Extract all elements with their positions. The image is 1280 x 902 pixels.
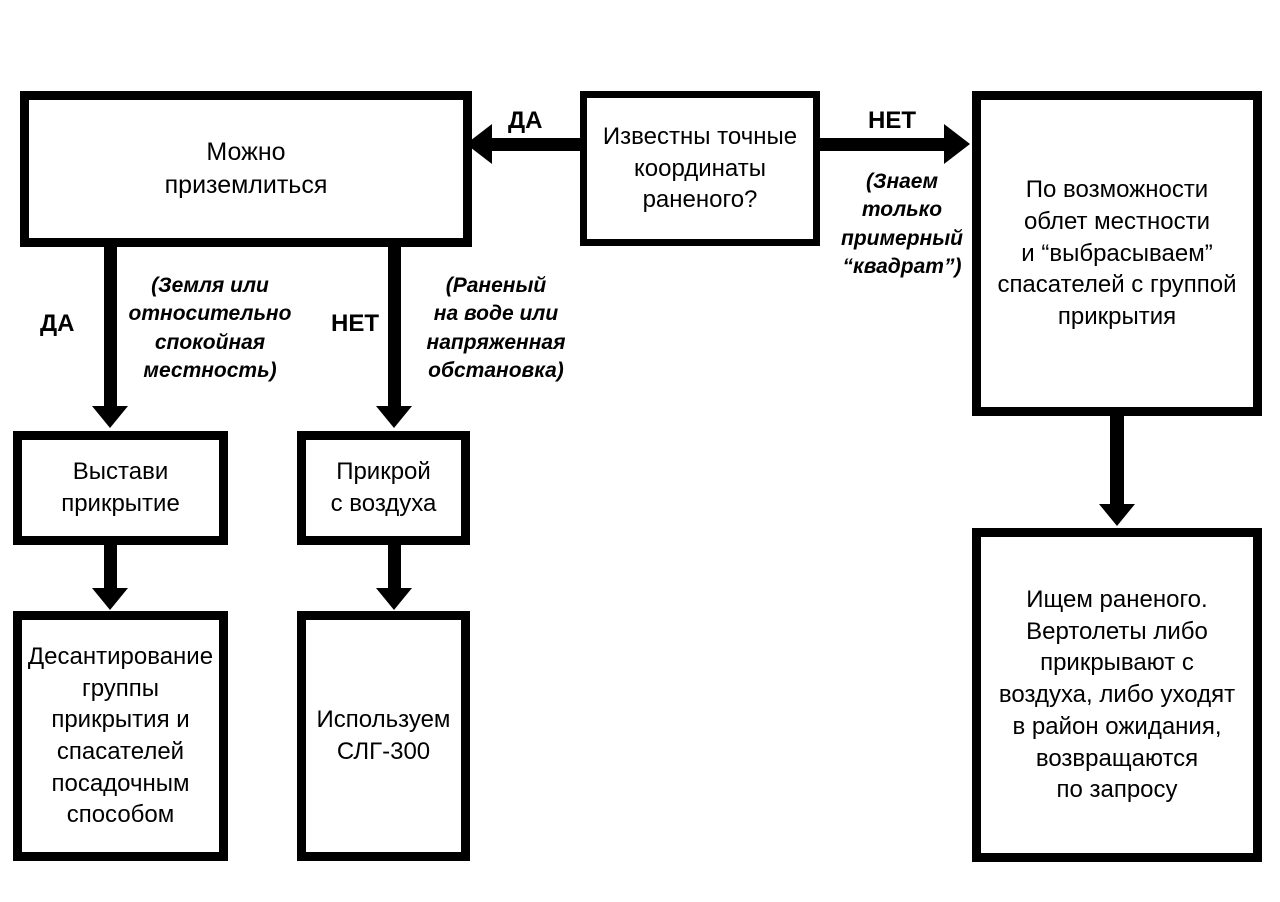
edge-label-yes-to-can-land: ДА — [508, 107, 543, 134]
edge-can-land-to-set-cover-line — [104, 243, 117, 410]
edge-label-no-middle: НЕТ — [331, 310, 379, 337]
node-landing-drop-label: Десантирование группы прикрытия и спасат… — [27, 642, 214, 829]
edge-air-cover-to-slg-arrowhead — [376, 588, 412, 610]
node-decision-label: Известны точные координаты раненого? — [602, 122, 798, 214]
node-use-slg-300[interactable]: Используем СЛГ-300 — [297, 611, 470, 861]
node-flyover-label: По возможности облет местности и “выбрас… — [997, 176, 1237, 330]
node-can-land-label: Можно приземлиться — [164, 138, 328, 199]
node-slg-label: Используем СЛГ-300 — [316, 706, 451, 765]
node-air-cover[interactable]: Прикрой с воздуха — [297, 431, 470, 545]
node-landing-drop[interactable]: Десантирование группы прикрытия и спасат… — [13, 611, 228, 861]
edge-note-approximate-square: (Знаем только примерный “квадрат”) — [841, 170, 963, 279]
edge-air-cover-to-slg-line — [388, 542, 401, 590]
edge-decision-to-flyover-line — [816, 138, 948, 151]
node-air-cover-label: Прикрой с воздуха — [330, 458, 437, 517]
edge-label-no-to-flyover: НЕТ — [868, 107, 916, 134]
edge-label-yes-left: ДА — [40, 310, 75, 337]
node-search-wounded-label: Ищем раненого. Вертолеты либо прикрывают… — [998, 586, 1236, 804]
edge-note-water-or-tense: (Раненый на воде или напряженная обстано… — [426, 274, 566, 383]
edge-decision-to-flyover-arrowhead — [944, 124, 970, 164]
node-flyover-and-drop[interactable]: По возможности облет местности и “выбрас… — [972, 91, 1262, 416]
edge-set-cover-to-landing-drop-line — [104, 542, 117, 590]
edge-can-land-to-air-cover-arrowhead — [376, 406, 412, 428]
edge-set-cover-to-landing-drop-arrowhead — [92, 588, 128, 610]
node-decision-exact-coordinates[interactable]: Известны точные координаты раненого? — [580, 91, 820, 246]
edge-note-calm-terrain: (Земля или относительно спокойная местно… — [128, 274, 292, 383]
node-set-cover[interactable]: Выстави прикрытие — [13, 431, 228, 545]
edge-flyover-to-search-wounded-line — [1110, 412, 1124, 508]
edge-decision-to-can-land-line — [488, 138, 584, 151]
edge-can-land-to-air-cover-line — [388, 243, 401, 410]
node-can-land[interactable]: Можно приземлиться — [20, 91, 472, 247]
edge-flyover-to-search-wounded-arrowhead — [1099, 504, 1135, 526]
node-set-cover-label: Выстави прикрытие — [61, 458, 180, 517]
edge-can-land-to-set-cover-arrowhead — [92, 406, 128, 428]
node-search-wounded[interactable]: Ищем раненого. Вертолеты либо прикрывают… — [972, 528, 1262, 862]
